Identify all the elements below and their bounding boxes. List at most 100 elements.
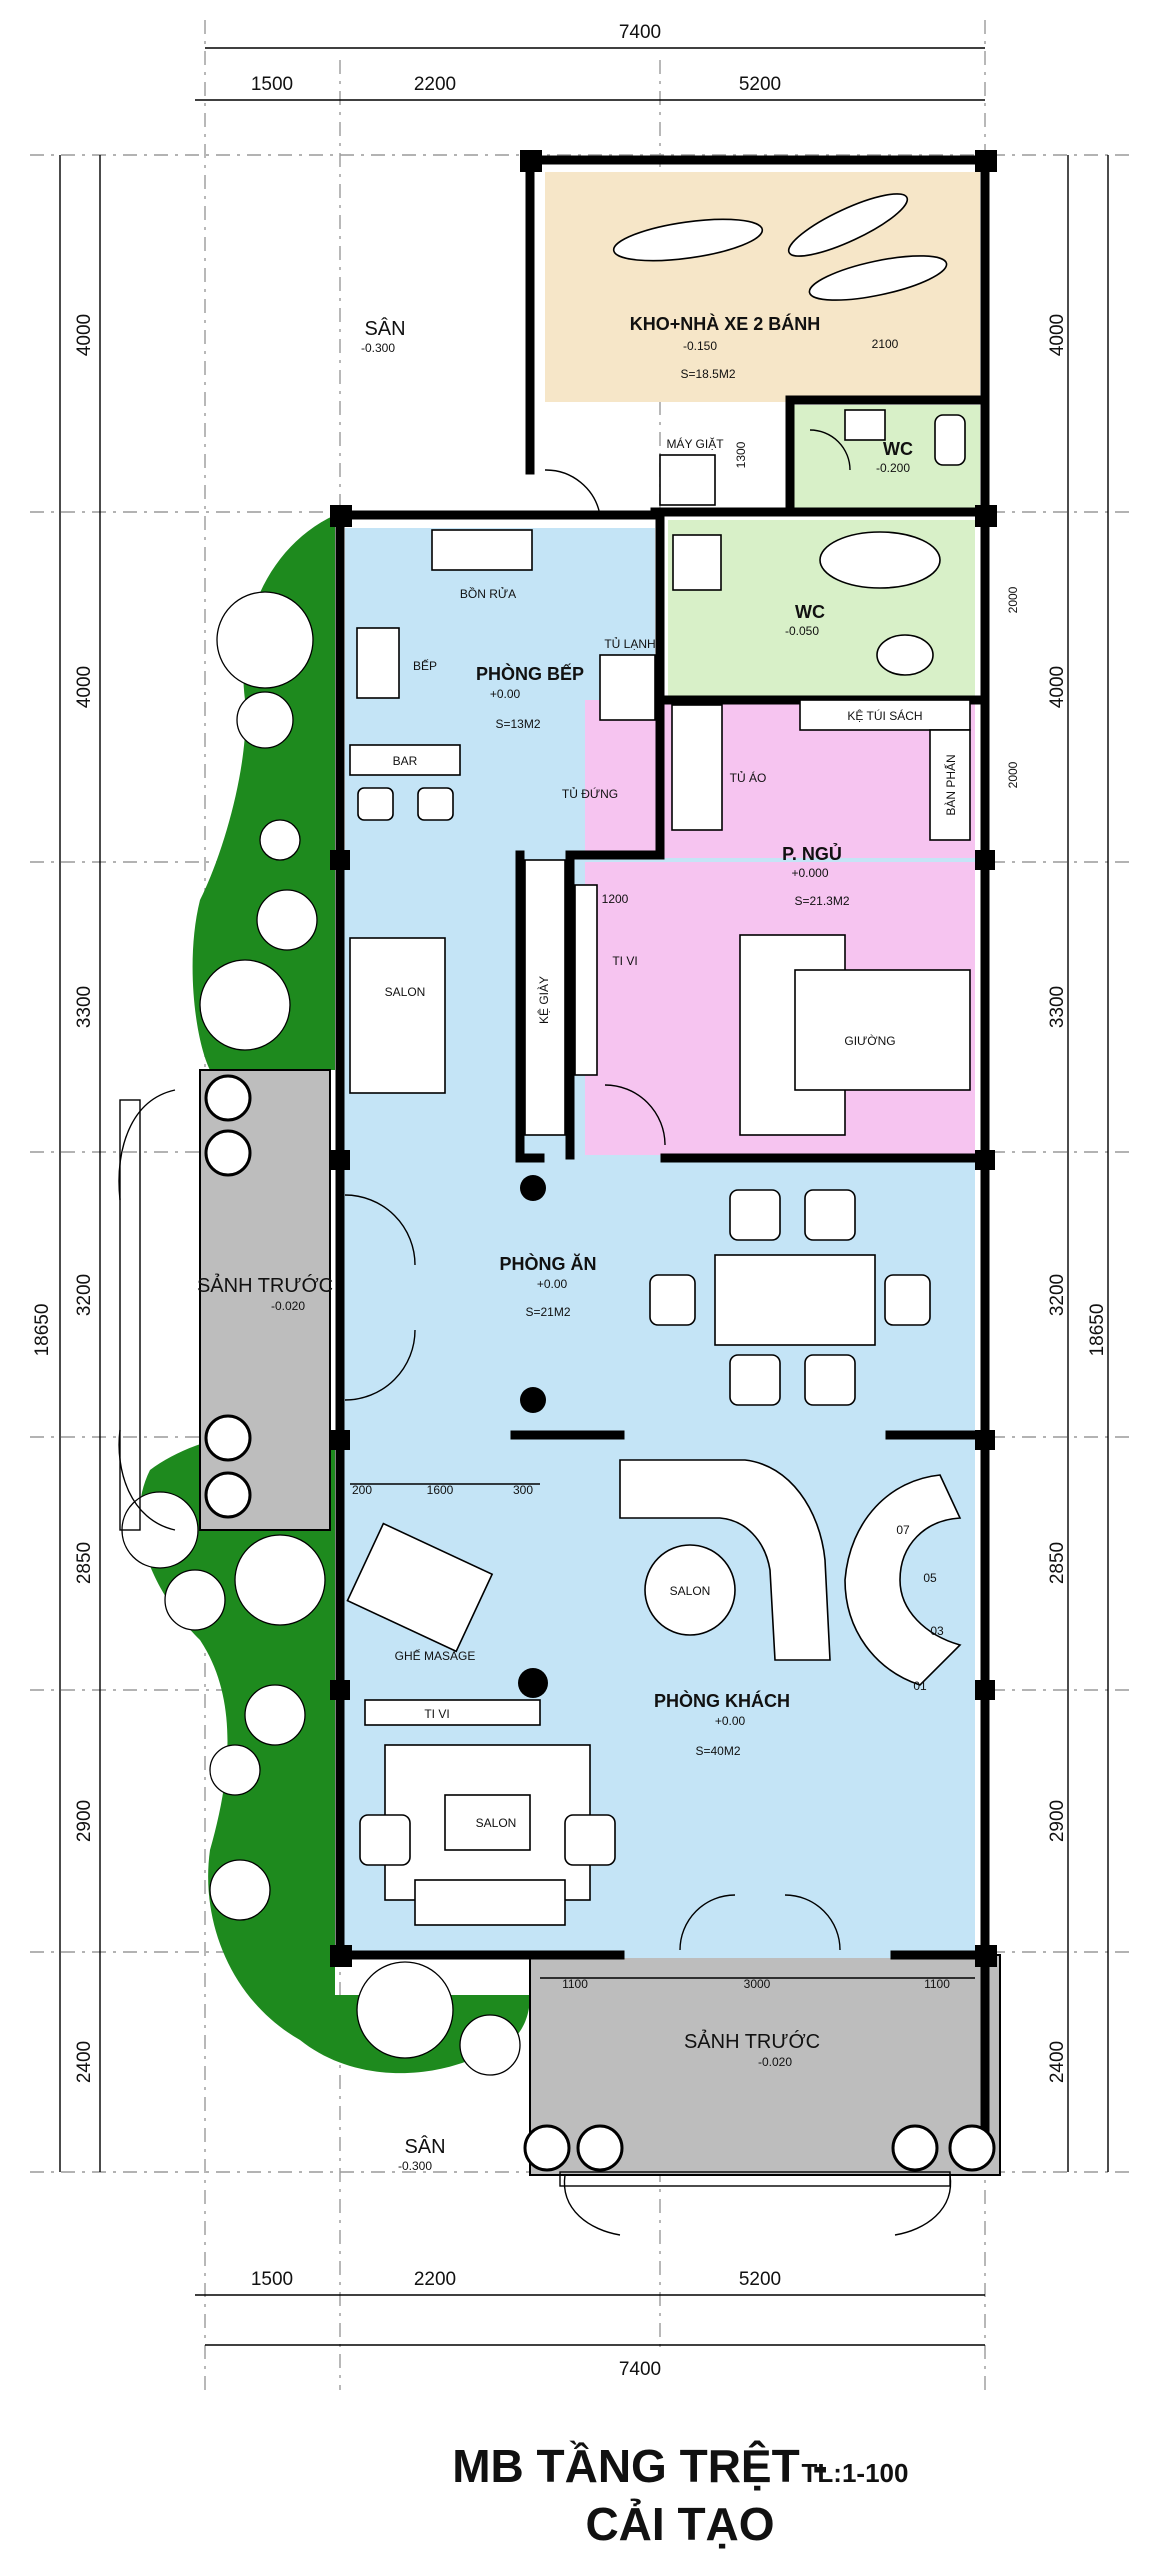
dim-bottom-2200: 2200 bbox=[414, 2269, 456, 2290]
dim-top-1500: 1500 bbox=[251, 74, 293, 95]
sink-label: BỒN RỬA bbox=[460, 586, 516, 601]
bag-shelf-icon bbox=[799, 699, 971, 731]
dim-closet-2000: 2000 bbox=[1006, 761, 1020, 788]
dining-level: +0.00 bbox=[537, 1277, 568, 1291]
sectional-sofa-icon bbox=[619, 1459, 831, 1661]
side-lobby-label: SẢNH TRƯỚC bbox=[197, 1274, 333, 1297]
dim-top-5200: 5200 bbox=[739, 74, 781, 95]
dim-porch-1100-right: 1100 bbox=[924, 1977, 950, 1991]
dim-left-row-5: 2850 bbox=[74, 1542, 95, 1584]
fridge-label: TỦ LẠNH bbox=[604, 636, 655, 651]
dim-living-200: 200 bbox=[352, 1483, 372, 1497]
wc-mid-label: WC bbox=[795, 602, 825, 622]
sofa-bottom-icon bbox=[414, 1879, 566, 1926]
garage-fill bbox=[545, 172, 980, 402]
dim-left-row-2: 4000 bbox=[74, 666, 95, 708]
yard-bottom-label: SÂN bbox=[404, 2135, 445, 2158]
tree-icons bbox=[121, 591, 521, 2076]
dim-porch-1100-left: 1100 bbox=[562, 1977, 588, 1991]
bedroom-area: S=21.3M2 bbox=[794, 894, 849, 908]
dim-right-row-2: 4000 bbox=[1047, 666, 1068, 708]
dim-right-row-7: 2400 bbox=[1047, 2041, 1068, 2083]
stove-label: BẾP bbox=[413, 658, 437, 673]
salon-mid-label: SALON bbox=[385, 985, 426, 999]
sheet-scale: TL:1-100 bbox=[802, 2458, 909, 2488]
kitchen-level: +0.00 bbox=[490, 687, 521, 701]
tv-living-label: TI VI bbox=[424, 1707, 449, 1721]
entry-steps bbox=[118, 1089, 952, 2236]
round-coffee-table-icon bbox=[644, 1544, 736, 1636]
salon-round-label: SALON bbox=[670, 1584, 711, 1598]
columns bbox=[330, 150, 997, 1967]
bedroom-level: +0.000 bbox=[791, 866, 828, 880]
wc-top-label: WC bbox=[883, 439, 913, 459]
side-lobby-level: -0.020 bbox=[271, 1299, 305, 1313]
front-lobby-level: -0.020 bbox=[758, 2055, 792, 2069]
stair-step-05: 05 bbox=[923, 1571, 937, 1585]
living-level: +0.00 bbox=[715, 1714, 746, 1728]
stair-step-03: 03 bbox=[930, 1624, 944, 1638]
dim-bottom-total: 7400 bbox=[619, 2359, 661, 2380]
yard-bottom-level: -0.300 bbox=[398, 2159, 432, 2173]
dining-label: PHÒNG ĂN bbox=[499, 1253, 596, 1274]
dim-right-total: 18650 bbox=[1087, 1304, 1108, 1357]
fridge-icon bbox=[599, 654, 656, 721]
dim-living-300: 300 bbox=[513, 1483, 533, 1497]
shoe-rack-label: KỆ GIÀY bbox=[536, 976, 551, 1024]
kitchen-label: PHÒNG BẾP bbox=[476, 663, 584, 684]
vanity-label: BÀN PHẤN bbox=[943, 754, 958, 815]
wc-top-level: -0.200 bbox=[876, 461, 910, 475]
dining-set-icon bbox=[649, 1189, 931, 1406]
bag-shelf-label: KỆ TÚI SÁCH bbox=[847, 708, 922, 723]
sink-top-icon bbox=[844, 409, 886, 441]
dim-right-row-6: 2900 bbox=[1047, 1800, 1068, 1842]
bar-stools-icon bbox=[357, 787, 454, 821]
front-lobby-label: SẢNH TRƯỚC bbox=[684, 2030, 820, 2053]
door-swings bbox=[344, 429, 851, 1951]
living-label: PHÒNG KHÁCH bbox=[654, 1690, 790, 1711]
planters-side bbox=[204, 1074, 252, 1519]
staircase-icon bbox=[844, 1474, 962, 1686]
stair-step-07: 07 bbox=[896, 1523, 910, 1537]
washer-icon bbox=[659, 454, 716, 506]
dim-right-row-3: 3300 bbox=[1047, 986, 1068, 1028]
dim-top-2200: 2200 bbox=[414, 74, 456, 95]
tv-living-icon bbox=[364, 1699, 541, 1726]
dim-top-total: 7400 bbox=[619, 22, 661, 43]
garage-label: KHO+NHÀ XE 2 BÁNH bbox=[630, 313, 821, 334]
dim-left-total: 18650 bbox=[32, 1304, 53, 1357]
basin-icon bbox=[672, 534, 722, 591]
dim-right-row-1: 4000 bbox=[1047, 314, 1068, 356]
stove-icon bbox=[356, 627, 400, 699]
pantry-label: TỦ ĐỨNG bbox=[562, 786, 618, 801]
dim-porch-3000: 3000 bbox=[744, 1977, 771, 1991]
bed-label: GIƯỜNG bbox=[844, 1033, 895, 1048]
motorbike-icon bbox=[612, 193, 948, 301]
dim-living-1600: 1600 bbox=[427, 1483, 454, 1497]
sheet-subtitle: CẢI TẠO bbox=[585, 2498, 774, 2550]
salon-table-bottom-icon bbox=[444, 1794, 531, 1851]
dim-left-row-3: 3300 bbox=[74, 986, 95, 1028]
kitchen-area: S=13M2 bbox=[495, 717, 540, 731]
dim-left-row-7: 2400 bbox=[74, 2041, 95, 2083]
washer-label: MÁY GIẶT bbox=[666, 436, 724, 451]
massage-chair-icon bbox=[346, 1522, 494, 1653]
dim-left-row-4: 3200 bbox=[74, 1274, 95, 1316]
tv-bedroom-label: TI VI bbox=[612, 954, 637, 968]
bedroom-label: P. NGỦ bbox=[782, 843, 842, 864]
yard-top-level: -0.300 bbox=[361, 341, 395, 355]
dim-bottom-5200: 5200 bbox=[739, 2269, 781, 2290]
dim-washer-1300: 1300 bbox=[734, 441, 748, 468]
garage-level: -0.150 bbox=[683, 339, 717, 353]
wc-mid-level: -0.050 bbox=[785, 624, 819, 638]
sofa-middle-icon bbox=[349, 937, 446, 1094]
dimension-lines bbox=[59, 47, 1109, 2346]
stair-step-01: 01 bbox=[913, 1679, 927, 1693]
living-area: S=40M2 bbox=[695, 1744, 740, 1758]
garage-area: S=18.5M2 bbox=[680, 367, 735, 381]
bathtub-icon bbox=[819, 531, 941, 589]
toilet-icon bbox=[876, 414, 966, 676]
tv-bedroom-icon bbox=[574, 884, 598, 1076]
wardrobe-label: TỦ ÁO bbox=[730, 770, 767, 785]
